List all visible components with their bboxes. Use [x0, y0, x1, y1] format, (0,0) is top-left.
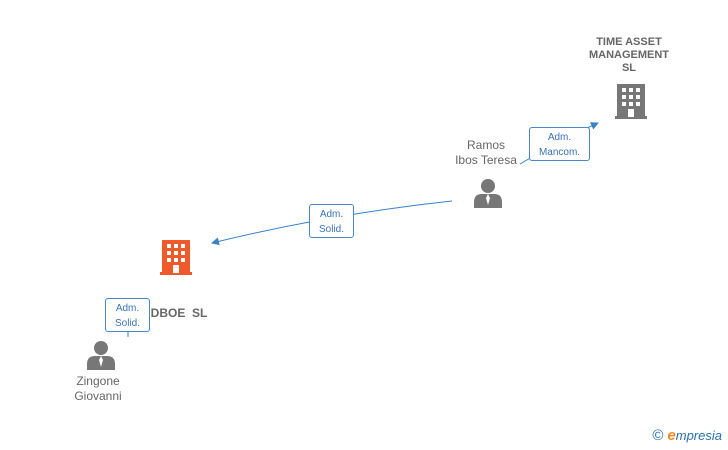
role-line: Adm.: [319, 209, 344, 220]
role-line: Mancom.: [538, 147, 581, 158]
node-label-time-asset[interactable]: TIME ASSET MANAGEMENT SL: [574, 36, 684, 75]
node-label-line: TIME ASSET: [596, 36, 662, 48]
brand-watermark: ©empresia: [652, 427, 722, 444]
role-box-adm-solid-zingone[interactable]: Adm. Solid.: [105, 298, 150, 332]
person-icon[interactable]: [473, 178, 503, 208]
node-label-zingone[interactable]: Zingone Giovanni: [48, 374, 148, 404]
role-line: Solid.: [318, 224, 344, 235]
node-label-line: SL: [621, 62, 637, 74]
node-label-line: Zingone: [76, 374, 120, 388]
brand-initial: e: [667, 427, 676, 444]
node-label-line: BIDBOE SL: [138, 306, 208, 320]
role-line: Adm.: [115, 303, 140, 314]
role-box-adm-mancom[interactable]: Adm. Mancom.: [529, 127, 590, 161]
node-label-ramos[interactable]: Ramos Ibos Teresa: [436, 138, 536, 168]
node-label-line: Giovanni: [74, 389, 122, 403]
building-icon-main[interactable]: [160, 240, 192, 275]
node-label-line: Ramos: [466, 138, 505, 152]
role-line: Solid.: [114, 318, 140, 329]
node-label-line: Ibos Teresa: [455, 153, 517, 167]
role-box-adm-solid-ramos[interactable]: Adm. Solid.: [309, 204, 354, 238]
role-line: Adm.: [547, 132, 572, 143]
copyright-icon: ©: [652, 427, 664, 444]
person-icon[interactable]: [86, 340, 116, 370]
brand-name: mpresia: [675, 428, 722, 443]
node-label-bidboe[interactable]: BIDBOE SL: [118, 281, 228, 333]
building-icon[interactable]: [615, 84, 647, 119]
node-label-line: MANAGEMENT: [588, 49, 670, 61]
